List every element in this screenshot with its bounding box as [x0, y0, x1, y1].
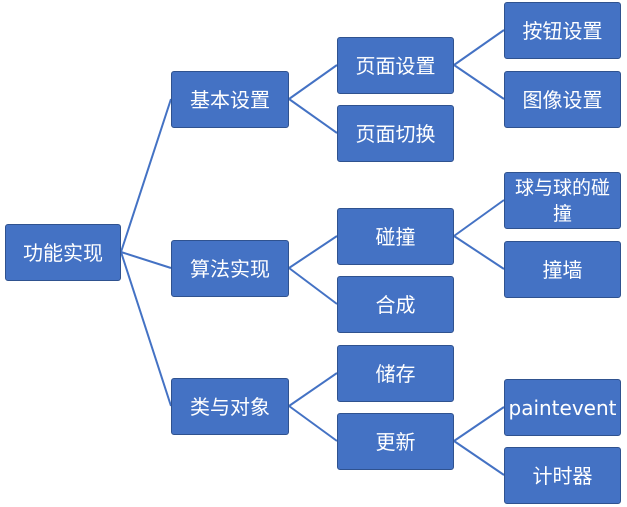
connector-class-update	[288, 405, 338, 442]
node-storage: 储存	[337, 345, 454, 402]
node-update: 更新	[337, 413, 454, 470]
connector-update-timer	[453, 440, 505, 476]
node-image-settings: 图像设置	[504, 71, 621, 128]
branch-basic-settings: 基本设置	[171, 71, 289, 128]
connector-root-algo	[120, 251, 172, 269]
node-collision: 碰撞	[337, 208, 454, 265]
node-ball-ball-collision: 球与球的碰撞	[504, 172, 621, 229]
branch-algorithm: 算法实现	[171, 240, 289, 297]
connector-algo-merge	[288, 267, 338, 305]
node-button-settings: 按钮设置	[504, 2, 621, 59]
connector-update-paintevent	[453, 406, 505, 442]
connector-basic-page-setting	[288, 64, 338, 100]
connector-collision-wall	[453, 235, 505, 270]
connector-algo-collision	[288, 235, 338, 269]
node-merge: 合成	[337, 276, 454, 333]
node-paintevent: paintevent	[504, 379, 621, 436]
node-timer: 计时器	[504, 447, 621, 504]
connector-page-setting-image	[453, 64, 505, 100]
node-page-settings: 页面设置	[337, 37, 454, 94]
connector-root-basic	[120, 98, 172, 253]
connector-basic-page-switch	[288, 98, 338, 134]
connector-root-class	[120, 251, 172, 407]
node-page-switch: 页面切换	[337, 105, 454, 162]
branch-class-object: 类与对象	[171, 378, 289, 435]
connector-page-setting-button	[453, 29, 505, 66]
root-node: 功能实现	[5, 224, 121, 281]
connector-class-store	[288, 372, 338, 407]
connector-collision-ball	[453, 199, 505, 237]
node-wall-hit: 撞墙	[504, 241, 621, 298]
